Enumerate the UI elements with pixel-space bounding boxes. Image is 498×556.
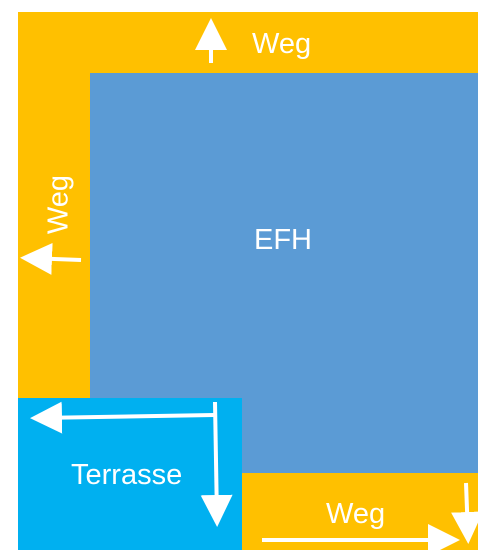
arrow-down-bottom-right xyxy=(451,482,484,544)
label-weg-bottom: Weg xyxy=(326,498,386,530)
label-terrasse: Terrasse xyxy=(71,459,183,491)
arrow-left-side xyxy=(20,242,82,275)
label-weg-left: Weg xyxy=(42,174,75,235)
label-weg-top: Weg xyxy=(252,28,312,60)
arrow-down-terrace xyxy=(200,401,233,527)
arrow-left-terrace xyxy=(30,401,215,434)
label-efh: EFH xyxy=(254,224,312,256)
